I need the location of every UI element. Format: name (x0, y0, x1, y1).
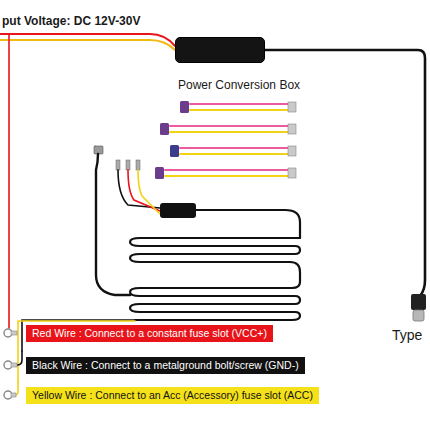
wire-art (138, 170, 160, 214)
wire-art (160, 123, 296, 135)
wire-art (165, 175, 288, 177)
wire-art (160, 123, 169, 135)
black-wire-label: Black Wire : Connect to a metalground bo… (26, 357, 305, 374)
wire-art (290, 262, 300, 282)
wire-art (170, 131, 288, 133)
fuse-taps (155, 101, 296, 179)
wire-art (180, 153, 288, 155)
wire-art (180, 101, 296, 113)
wire-art (170, 145, 179, 157)
wire-art (11, 331, 17, 335)
wire-art (11, 393, 16, 397)
wire-art (288, 168, 296, 178)
wire-art (116, 160, 120, 170)
wire-art (128, 170, 160, 211)
wire-art (190, 103, 288, 105)
wire-instruction: Yellow Wire : Connect to an Acc (Accesso… (32, 390, 313, 401)
inline-module (160, 203, 196, 218)
wire-art (136, 160, 140, 170)
wire-art (190, 109, 288, 111)
wire-art (180, 147, 288, 149)
usb-c-plug (411, 294, 426, 310)
yellow-wire-label: Yellow Wire : Connect to an Acc (Accesso… (26, 387, 319, 404)
wire-art (155, 167, 164, 179)
wire-art (11, 363, 17, 367)
box-caption: Power Conversion Box (178, 78, 300, 92)
converter-box: Power Conversion Box (175, 37, 265, 63)
wire-instruction: Red Wire : Connect to a constant fuse sl… (32, 328, 267, 339)
wire-art (130, 282, 300, 320)
wire-art (0, 40, 175, 50)
usb-c-tip (413, 310, 424, 321)
wire-art (96, 154, 130, 295)
wire-art (288, 146, 296, 156)
wire-art (170, 145, 296, 157)
wire-art (155, 167, 296, 179)
wire-art (130, 238, 300, 262)
wire-art (288, 102, 296, 112)
wire-art (8, 34, 10, 328)
red-wire-label: Red Wire : Connect to a constant fuse sl… (26, 325, 273, 342)
wire-instruction: Black Wire : Connect to a metalground bo… (32, 360, 299, 371)
connector-type-label: Type (392, 327, 422, 343)
wire-art (170, 125, 288, 127)
micro-usb-plug (94, 146, 103, 154)
ring-terminals (4, 329, 17, 399)
input-wires (0, 34, 175, 328)
wire-art (126, 160, 130, 170)
wire-art (17, 351, 22, 365)
wire-art (165, 169, 288, 171)
wire-art (288, 124, 296, 134)
input-voltage-label: put Voltage: DC 12V-30V (2, 14, 140, 28)
wire-art (196, 210, 300, 238)
wire-art (180, 101, 189, 113)
